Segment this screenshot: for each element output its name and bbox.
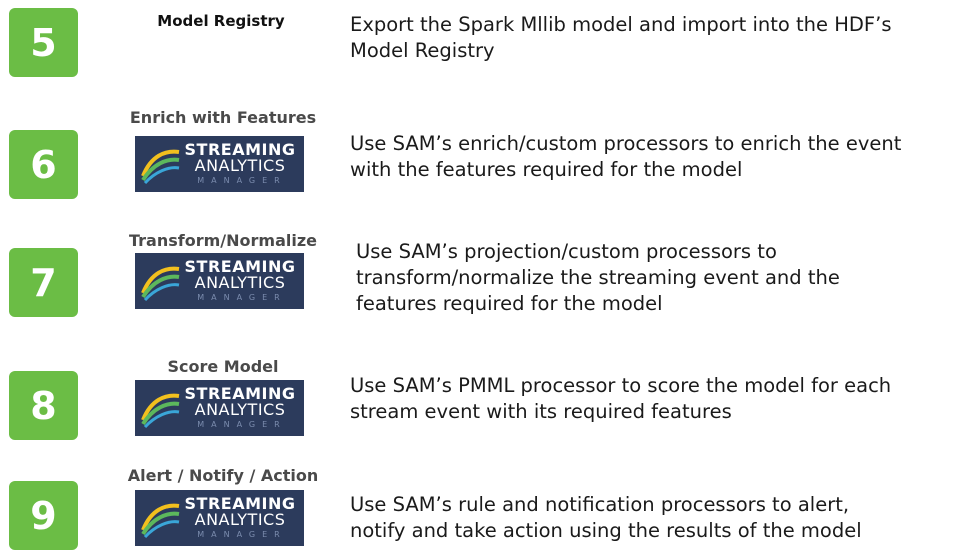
step-description: Use SAM’s projection/custom processors t… [356, 240, 840, 315]
step-description: Use SAM’s PMML processor to score the mo… [350, 374, 892, 423]
swoosh-icon [141, 149, 180, 184]
step-description: Export the Spark Mllib model and import … [350, 13, 892, 62]
step-description: Use SAM’s enrich/custom processors to en… [350, 132, 902, 181]
step-number-badge: 6 [9, 130, 78, 199]
logo-line-2: ANALYTICS [194, 510, 286, 529]
step-number-badge: 9 [9, 481, 78, 550]
step-number-badge: 8 [9, 371, 78, 440]
logo-line-3: MANAGER [197, 176, 287, 185]
logo-line-1: STREAMING [184, 384, 296, 403]
swoosh-icon [141, 393, 180, 428]
logo-line-1: STREAMING [184, 140, 296, 159]
stage-title: Transform/Normalize [129, 231, 317, 250]
stage-title: Enrich with Features [129, 108, 317, 127]
stage-title: Alert / Notify / Action [127, 466, 319, 485]
swoosh-icon [141, 266, 180, 301]
logo-line-2: ANALYTICS [194, 156, 286, 175]
streaming-analytics-manager-logo: STREAMING ANALYTICS MANAGER [135, 253, 304, 309]
stage-title: Score Model [167, 357, 279, 376]
step-number-badge: 5 [9, 8, 78, 77]
streaming-analytics-manager-logo: STREAMING ANALYTICS MANAGER [135, 490, 304, 546]
logo-line-3: MANAGER [197, 420, 287, 429]
streaming-analytics-manager-logo: STREAMING ANALYTICS MANAGER [135, 136, 304, 192]
logo-line-3: MANAGER [197, 293, 287, 302]
logo-line-3: MANAGER [197, 530, 287, 539]
logo-line-1: STREAMING [184, 494, 296, 513]
logo-line-1: STREAMING [184, 257, 296, 276]
step-description: Use SAM’s rule and notification processo… [350, 493, 862, 542]
swoosh-icon [141, 503, 180, 538]
streaming-analytics-manager-logo: STREAMING ANALYTICS MANAGER [135, 380, 304, 436]
step-number-badge: 7 [9, 248, 78, 317]
stage-title: Model Registry [157, 12, 285, 30]
logo-line-2: ANALYTICS [194, 400, 286, 419]
logo-line-2: ANALYTICS [194, 273, 286, 292]
